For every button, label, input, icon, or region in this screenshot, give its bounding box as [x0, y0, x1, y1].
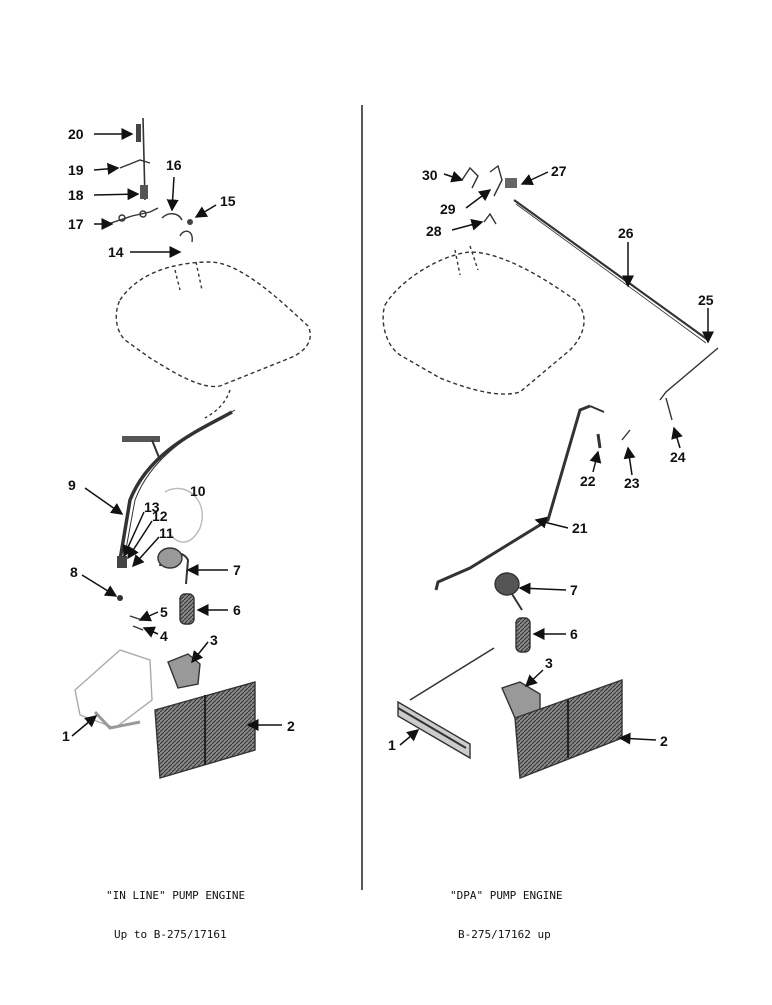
- clevis-part-16: [161, 213, 183, 221]
- callout-left-6: 6: [233, 602, 241, 618]
- callout-left-20: 20: [68, 126, 84, 142]
- plate-part-1: [74, 649, 153, 729]
- callout-left-13: 13: [144, 499, 160, 515]
- rod-part-21: [434, 404, 591, 591]
- callout-left-8: 8: [70, 564, 78, 580]
- callout-right-26: 26: [618, 225, 634, 241]
- callout-right-25: 25: [698, 292, 714, 308]
- left-caption-line2: Up to B-275/17161: [114, 928, 227, 941]
- lever-part-24: [665, 397, 673, 421]
- fuel-tank-outline-right: [382, 251, 585, 395]
- fuel-tank-outline: [115, 261, 311, 388]
- right-panel-drawing: [382, 164, 719, 779]
- linkage-part-25: [659, 347, 719, 401]
- callout-right-22: 22: [580, 473, 596, 489]
- right-caption-line2: B-275/17162 up: [458, 928, 551, 941]
- callout-left-10: 10: [190, 483, 206, 499]
- callout-right-23: 23: [624, 475, 640, 491]
- spring-part-6: [179, 593, 195, 625]
- left-callout-arrows: [71, 128, 282, 737]
- callout-right-21: 21: [572, 520, 588, 536]
- callout-right-30: 30: [422, 167, 438, 183]
- left-callouts: 20 19 18 17 16 15 14 9 10 13 12 11 8 7 6…: [62, 126, 295, 744]
- callout-right-28: 28: [426, 223, 442, 239]
- part-29: [489, 164, 503, 197]
- left-caption: "IN LINE" PUMP ENGINE Up to B-275/17161: [106, 863, 245, 954]
- bracket-part-18: [140, 185, 148, 199]
- rod-part-26: [513, 199, 709, 341]
- lever-part-17: [107, 207, 159, 225]
- stop-knob-part: [136, 124, 141, 142]
- right-callouts: 30 29 27 28 26 25 24 22 23 21 7 6 3 2 1: [388, 163, 714, 753]
- spring-part-6-right: [515, 617, 531, 653]
- lever-part-19: [119, 159, 151, 169]
- callout-left-4: 4: [160, 628, 168, 644]
- callout-left-5: 5: [160, 604, 168, 620]
- right-caption-line1: "DPA" PUMP ENGINE: [450, 889, 563, 902]
- callout-left-16: 16: [166, 157, 182, 173]
- callout-left-19: 19: [68, 162, 84, 178]
- callout-left-3: 3: [210, 632, 218, 648]
- callout-left-9: 9: [68, 477, 76, 493]
- callout-right-6: 6: [570, 626, 578, 642]
- callout-left-12: 12: [152, 508, 168, 524]
- knob-part-7-right: [494, 572, 520, 596]
- callout-right-29: 29: [440, 201, 456, 217]
- part-28: [483, 212, 497, 225]
- callout-right-3: 3: [545, 655, 553, 671]
- callout-right-24: 24: [670, 449, 686, 465]
- callout-right-2: 2: [660, 733, 668, 749]
- callout-left-11: 11: [159, 525, 174, 541]
- callout-left-14: 14: [108, 244, 124, 260]
- right-caption: "DPA" PUMP ENGINE B-275/17162 up: [450, 863, 563, 954]
- screw-part-8: [117, 595, 123, 601]
- callout-left-7: 7: [233, 562, 241, 578]
- callout-right-1: 1: [388, 737, 396, 753]
- right-callout-arrows: [399, 170, 714, 746]
- part-23: [621, 429, 631, 441]
- left-panel-drawing: [74, 117, 311, 779]
- callout-left-18: 18: [68, 187, 84, 203]
- callout-right-27: 27: [551, 163, 567, 179]
- part-22: [596, 433, 602, 449]
- callout-left-15: 15: [220, 193, 236, 209]
- part-10-outline: [164, 487, 203, 543]
- pivot-part-14: [179, 230, 193, 243]
- bracket-part-3-right: [501, 681, 541, 719]
- left-caption-line1: "IN LINE" PUMP ENGINE: [106, 889, 246, 902]
- callout-left-1: 1: [62, 728, 70, 744]
- part-27: [505, 178, 517, 188]
- throttle-cable-part-9: [118, 410, 233, 561]
- callout-left-17: 17: [68, 216, 84, 232]
- part-30: [461, 166, 479, 189]
- callout-right-7: 7: [570, 582, 578, 598]
- callout-left-2: 2: [287, 718, 295, 734]
